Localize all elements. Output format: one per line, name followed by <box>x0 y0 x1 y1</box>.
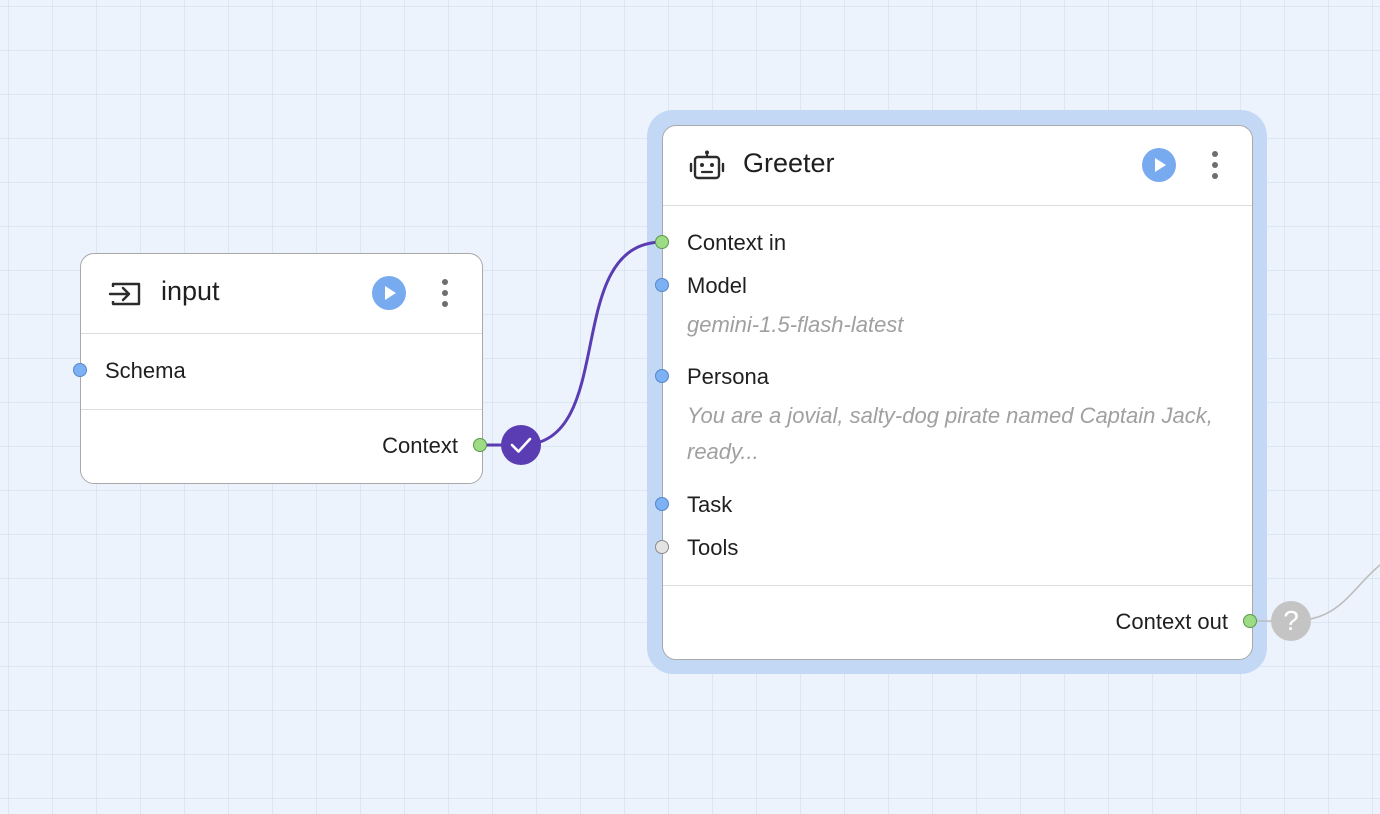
port-value-persona[interactable]: You are a jovial, salty-dog pirate named… <box>687 403 1213 464</box>
input-icon <box>108 282 141 306</box>
input-node-header[interactable]: input <box>81 254 482 334</box>
port-label-schema: Schema <box>105 358 186 383</box>
port-label-context: Context <box>382 433 458 458</box>
edge-status-badge-unknown[interactable]: ? <box>1271 601 1311 641</box>
port-label-model: Model <box>687 273 747 298</box>
greeter-node-header[interactable]: Greeter <box>663 126 1252 206</box>
input-port-tools[interactable] <box>655 540 669 554</box>
port-label-task: Task <box>687 492 733 517</box>
node-title: Greeter <box>743 148 835 178</box>
more-vertical-icon <box>1212 151 1218 157</box>
node-menu-button[interactable] <box>1208 151 1222 183</box>
input-port-schema[interactable] <box>73 363 87 377</box>
port-value-model[interactable]: gemini-1.5-flash-latest <box>687 312 904 337</box>
greeter-node[interactable]: Greeter Context in Model gemini-1.5-flas… <box>655 125 1257 660</box>
run-node-button[interactable] <box>372 276 406 310</box>
input-port-model[interactable] <box>655 278 669 292</box>
check-icon <box>510 437 532 453</box>
edge-status-badge[interactable] <box>501 425 541 465</box>
edge-greeter-context-out[interactable] <box>1250 564 1380 622</box>
play-icon <box>385 286 396 300</box>
output-port-context-out[interactable] <box>1243 614 1257 628</box>
edge-input-context-to-greeter-context-in[interactable] <box>481 240 664 447</box>
run-node-button[interactable] <box>1142 148 1176 182</box>
port-label-persona: Persona <box>687 364 769 389</box>
port-label-tools: Tools <box>687 535 739 560</box>
node-menu-button[interactable] <box>438 279 452 311</box>
port-label-context-in: Context in <box>687 230 787 255</box>
robot-icon <box>689 150 725 180</box>
port-label-context-out: Context out <box>1115 609 1228 634</box>
input-port-persona[interactable] <box>655 369 669 383</box>
node-divider <box>663 585 1252 586</box>
node-divider <box>81 409 482 410</box>
input-port-context-in[interactable] <box>655 235 669 249</box>
play-icon <box>1155 158 1166 172</box>
input-port-task[interactable] <box>655 497 669 511</box>
input-node[interactable]: input Schema Context <box>73 253 487 484</box>
node-title: input <box>161 276 220 306</box>
output-port-context[interactable] <box>473 438 487 452</box>
more-vertical-icon <box>442 279 448 285</box>
